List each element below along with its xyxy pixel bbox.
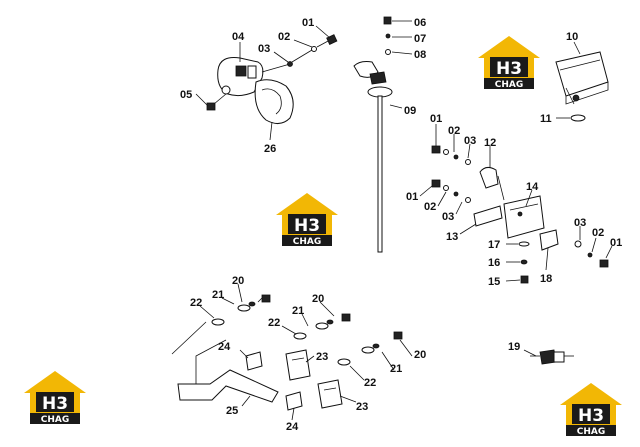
pressure-sensor [530,349,574,365]
callout-24: 24 [286,421,299,433]
logo-mark: H3 [496,59,522,79]
callout-02: 02 [448,125,460,137]
callout-19: 19 [508,341,520,353]
callout-08: 08 [414,49,426,61]
callout-12: 12 [484,137,496,149]
callout-16: 16 [488,257,500,269]
bracket-assembly [431,145,609,284]
callout-03: 03 [574,217,586,229]
callout-18: 18 [540,273,552,285]
callout-21: 21 [212,289,224,301]
callout-22: 22 [268,317,280,329]
callout-15: 15 [488,276,500,288]
callout-13: 13 [446,231,458,243]
callout-20: 20 [232,275,244,287]
horn-assembly [206,34,338,124]
callout-02: 02 [424,201,436,213]
control-box [555,51,609,122]
callout-20: 20 [312,293,324,305]
callout-22: 22 [364,377,376,389]
brand-logo: H3 CHAG [560,383,622,437]
callout-21: 21 [390,363,402,375]
brand-logo: H3 CHAG [276,193,338,247]
callout-22: 22 [190,297,202,309]
callout-23: 23 [316,351,328,363]
callout-09: 09 [404,105,416,117]
callout-04: 04 [232,31,245,43]
callout-02: 02 [592,227,604,239]
brand-logo: H3 CHAG [478,36,540,90]
callout-14: 14 [526,181,539,193]
level-sensor-assembly [353,16,393,253]
callout-26: 26 [264,143,276,155]
callout-17: 17 [488,239,500,251]
callout-11: 11 [540,113,552,125]
callout-01: 01 [302,17,314,29]
logo-brand: CHAG [495,80,524,90]
callout-05: 05 [180,89,192,101]
callout-20: 20 [414,349,426,361]
callout-06: 06 [414,17,426,29]
callout-10: 10 [566,31,578,43]
callout-03: 03 [442,211,454,223]
callout-03: 03 [258,43,270,55]
callout-01: 01 [406,191,418,203]
callout-24: 24 [218,341,231,353]
callout-labels: 04 03 02 01 05 26 06 07 08 09 10 11 01 0… [180,17,622,433]
logo-mark: H3 [42,394,68,414]
mounting-bracket-assembly [171,294,403,411]
callout-01: 01 [610,237,622,249]
logo-brand: CHAG [577,427,606,437]
callout-02: 02 [278,31,290,43]
callout-01: 01 [430,113,442,125]
callout-21: 21 [292,305,304,317]
brand-logo: H3 CHAG [24,371,86,425]
logo-mark: H3 [294,216,320,236]
logo-brand: CHAG [41,415,70,425]
logo-brand: CHAG [293,237,322,247]
callout-07: 07 [414,33,426,45]
callout-25: 25 [226,405,238,417]
logo-mark: H3 [578,406,604,426]
callout-23: 23 [356,401,368,413]
callout-03: 03 [464,135,476,147]
